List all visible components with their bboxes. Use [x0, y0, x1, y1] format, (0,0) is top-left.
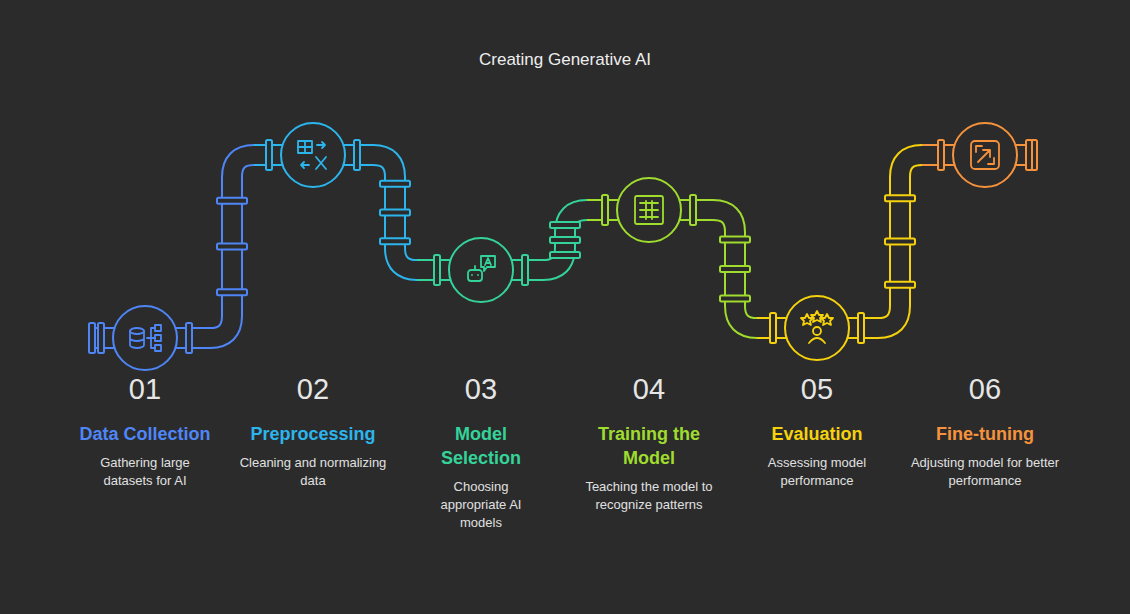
step-heading: Preprocessing	[233, 422, 393, 446]
step-circle	[113, 306, 177, 370]
table-icon	[316, 157, 326, 169]
rating-icon	[813, 327, 821, 335]
robot-icon	[468, 270, 482, 281]
step-icon	[130, 325, 161, 351]
pipe-flange	[217, 289, 247, 295]
database-icon	[155, 345, 161, 351]
pipe-flange	[885, 282, 915, 288]
database-icon	[130, 331, 144, 348]
pipe-flange	[720, 266, 750, 272]
step-heading: Data Collection	[65, 422, 225, 446]
step-description: Cleaning and normalizing data	[238, 454, 388, 490]
step-icon	[635, 196, 663, 224]
database-icon	[155, 335, 161, 341]
pipe-outline	[92, 155, 254, 338]
step-icon	[468, 256, 495, 281]
table-icon	[301, 142, 325, 168]
robot-icon	[481, 256, 495, 271]
step-number: 02	[263, 373, 363, 406]
table-icon	[298, 141, 312, 153]
step-circle	[281, 123, 345, 187]
step-circle	[449, 238, 513, 302]
step-number: 04	[599, 373, 699, 406]
step-icon	[298, 141, 326, 169]
database-icon	[155, 325, 161, 331]
table-icon	[298, 141, 312, 153]
tune-icon	[971, 141, 999, 169]
step-description: Teaching the model to recognize patterns	[579, 478, 719, 514]
pipe-flange	[938, 140, 944, 170]
step-icon	[801, 311, 833, 343]
pipe-inner	[757, 155, 922, 328]
pipe-flange	[720, 237, 750, 243]
rating-icon	[809, 338, 825, 343]
step-heading: Evaluation	[737, 422, 897, 446]
pipe-flange	[602, 195, 608, 225]
pipe-flange	[1026, 140, 1032, 170]
database-icon	[147, 328, 155, 348]
robot-icon	[485, 258, 491, 265]
grid-icon	[640, 201, 658, 219]
pipe-flange	[89, 323, 95, 353]
grid-icon	[635, 196, 663, 224]
pipe-flange	[186, 323, 192, 353]
step-description: Adjusting model for better performance	[905, 454, 1065, 490]
pipe-flange	[217, 244, 247, 250]
robot-icon	[472, 266, 478, 275]
step-number: 05	[767, 373, 867, 406]
pipe-flange	[380, 238, 410, 244]
pipe-flange	[690, 195, 696, 225]
pipe-flange	[217, 198, 247, 204]
step-circle	[617, 178, 681, 242]
step-number: 06	[935, 373, 1035, 406]
rating-icon	[821, 314, 833, 325]
step-circle	[785, 296, 849, 360]
pipe-flange	[550, 237, 580, 243]
step-icon	[971, 141, 999, 169]
pipe-flange	[434, 255, 440, 285]
pipe-flange	[380, 210, 410, 216]
tune-icon	[976, 146, 994, 164]
database-icon	[130, 328, 144, 334]
pipe-flange	[858, 313, 864, 343]
step-description: Choosing appropriate AI models	[431, 478, 531, 532]
pipe-flange	[550, 222, 580, 228]
pipe-flange	[770, 313, 776, 343]
pipe-flange	[354, 140, 360, 170]
diagram-title: Creating Generative AI	[0, 50, 1130, 70]
pipe-inner	[92, 155, 254, 338]
step-description: Assessing model performance	[737, 454, 897, 490]
step-number: 01	[95, 373, 195, 406]
step-heading: Model Selection	[436, 422, 526, 470]
pipe-flange	[98, 323, 104, 353]
pipe-flange	[720, 296, 750, 302]
pipe-flange	[550, 252, 580, 258]
step-description: Gathering large datasets for AI	[85, 454, 205, 490]
pipe-flange	[522, 255, 528, 285]
pipe-outline	[757, 155, 922, 328]
pipe-flange	[380, 181, 410, 187]
pipe-flange	[266, 140, 272, 170]
step-circle	[953, 123, 1017, 187]
step-number: 03	[431, 373, 531, 406]
pipe-flange	[885, 195, 915, 201]
step-heading: Training the Model	[584, 422, 714, 470]
rating-icon	[811, 311, 823, 322]
step-heading: Fine-tuning	[905, 422, 1065, 446]
pipe-flange	[885, 239, 915, 245]
